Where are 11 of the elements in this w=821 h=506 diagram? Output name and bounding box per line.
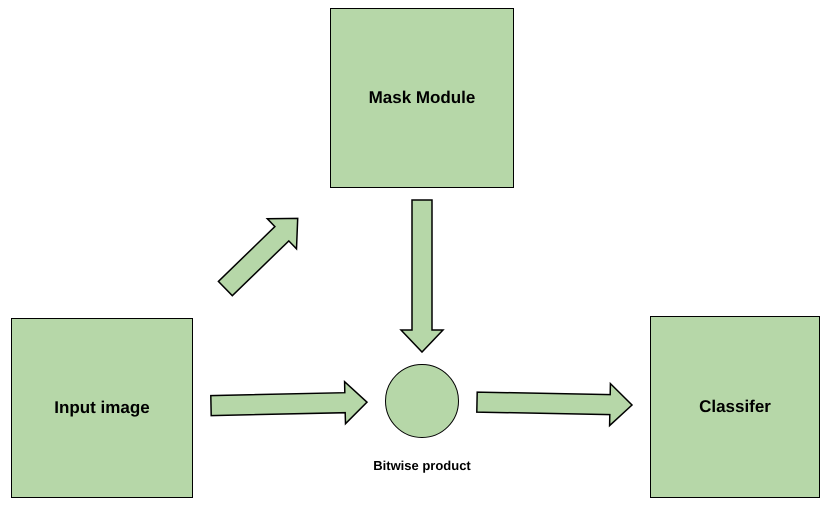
block-arrow bbox=[217, 218, 298, 297]
process-box bbox=[330, 8, 514, 188]
block-arrow bbox=[476, 382, 634, 428]
node-label: Mask Module bbox=[368, 87, 476, 110]
node-label: Classifer bbox=[698, 396, 772, 418]
node-label: Input image bbox=[53, 397, 151, 420]
process-box bbox=[11, 318, 193, 498]
block-arrow bbox=[399, 199, 445, 354]
node-caption: Bitwise product bbox=[373, 457, 471, 475]
block-arrow bbox=[210, 380, 368, 426]
process-box bbox=[650, 316, 820, 498]
